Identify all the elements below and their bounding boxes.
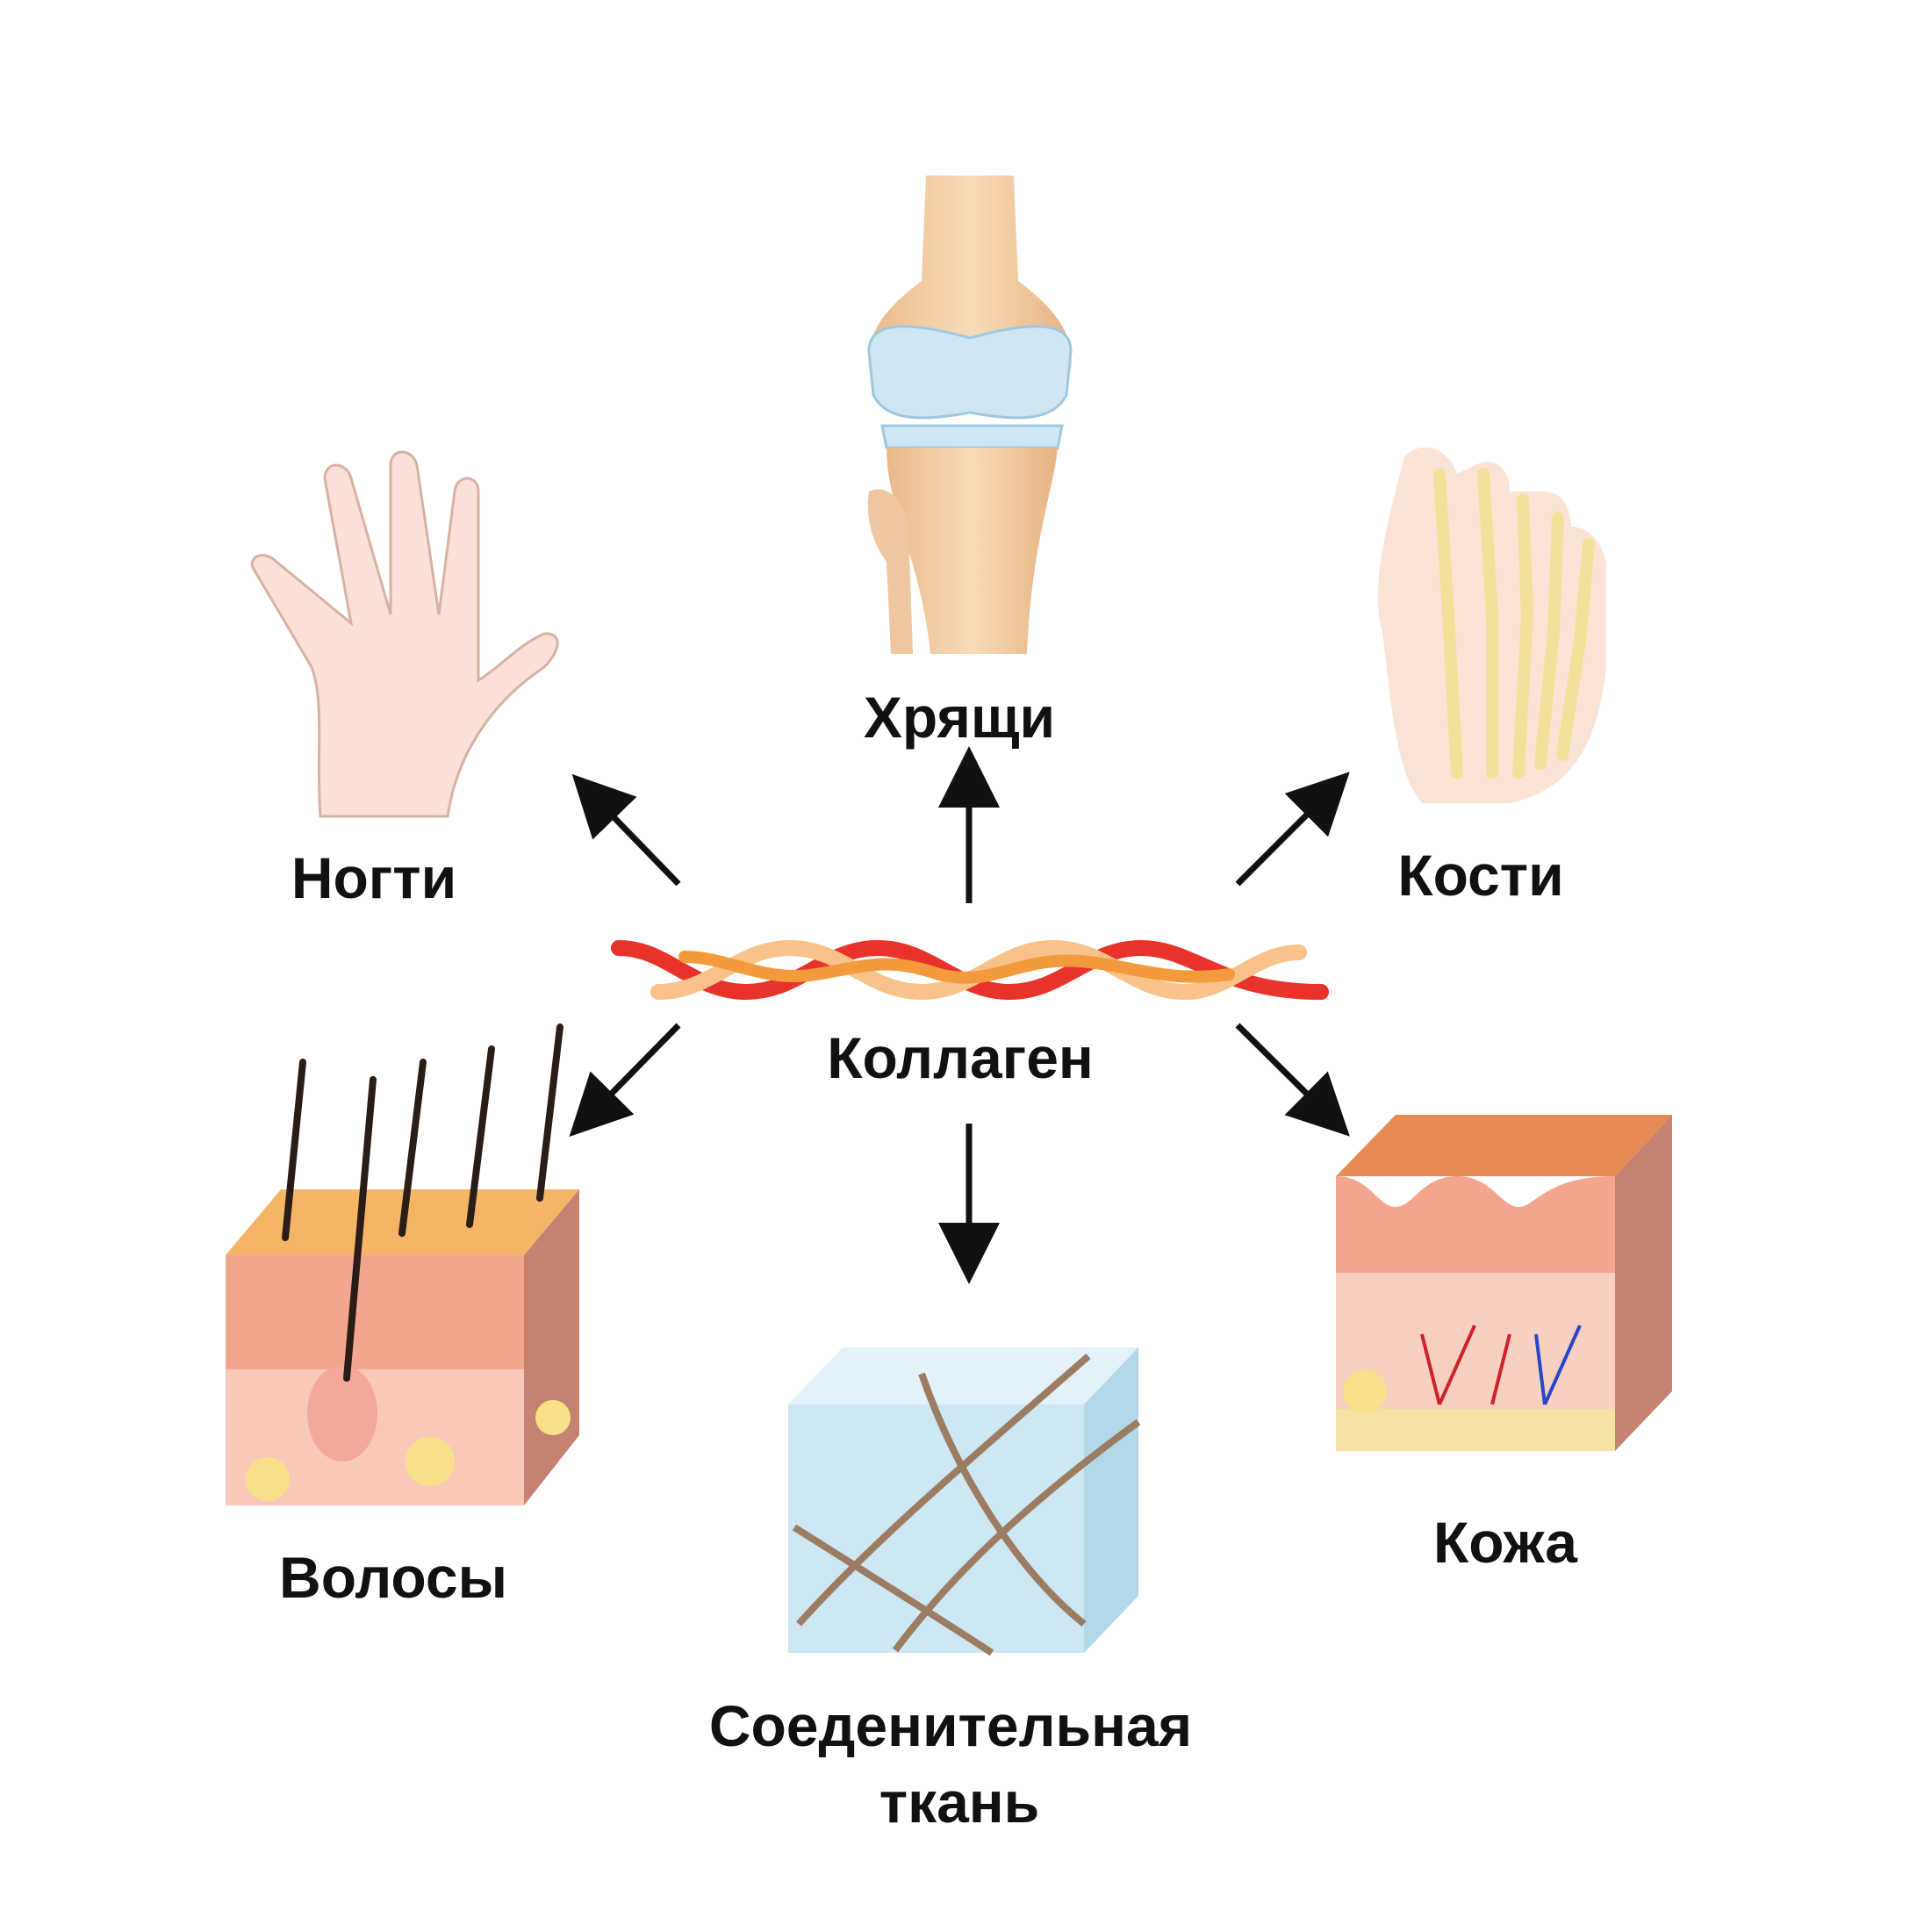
connective-tissue-cube-illustration xyxy=(788,1347,1141,1656)
label-bones: Кости xyxy=(1397,843,1563,908)
label-collagen: Коллаген xyxy=(827,1025,1094,1090)
hair-skin-block-illustration xyxy=(226,1023,579,1505)
label-nails: Ногти xyxy=(291,845,456,910)
label-cartilage: Хрящи xyxy=(864,685,1055,750)
skin-layers-block-illustration xyxy=(1336,1115,1672,1451)
arrow-to-bones xyxy=(1235,772,1350,887)
label-hair: Волосы xyxy=(279,1545,507,1610)
label-connective-tissue-line1: Соеденительная xyxy=(709,1693,1192,1758)
arrow-to-skin xyxy=(1235,1023,1350,1137)
label-skin: Кожа xyxy=(1433,1510,1578,1575)
knee-joint-illustration xyxy=(867,176,1073,654)
label-connective-tissue-line2: ткань xyxy=(879,1770,1040,1835)
arrow-to-hair xyxy=(569,1023,681,1137)
arrow-to-nails xyxy=(571,773,681,887)
arrows xyxy=(569,746,1350,1284)
foot-bones-illustration xyxy=(1377,447,1606,803)
hand-illustration xyxy=(251,450,559,818)
collagen-fiber-illustration xyxy=(611,939,1329,1001)
